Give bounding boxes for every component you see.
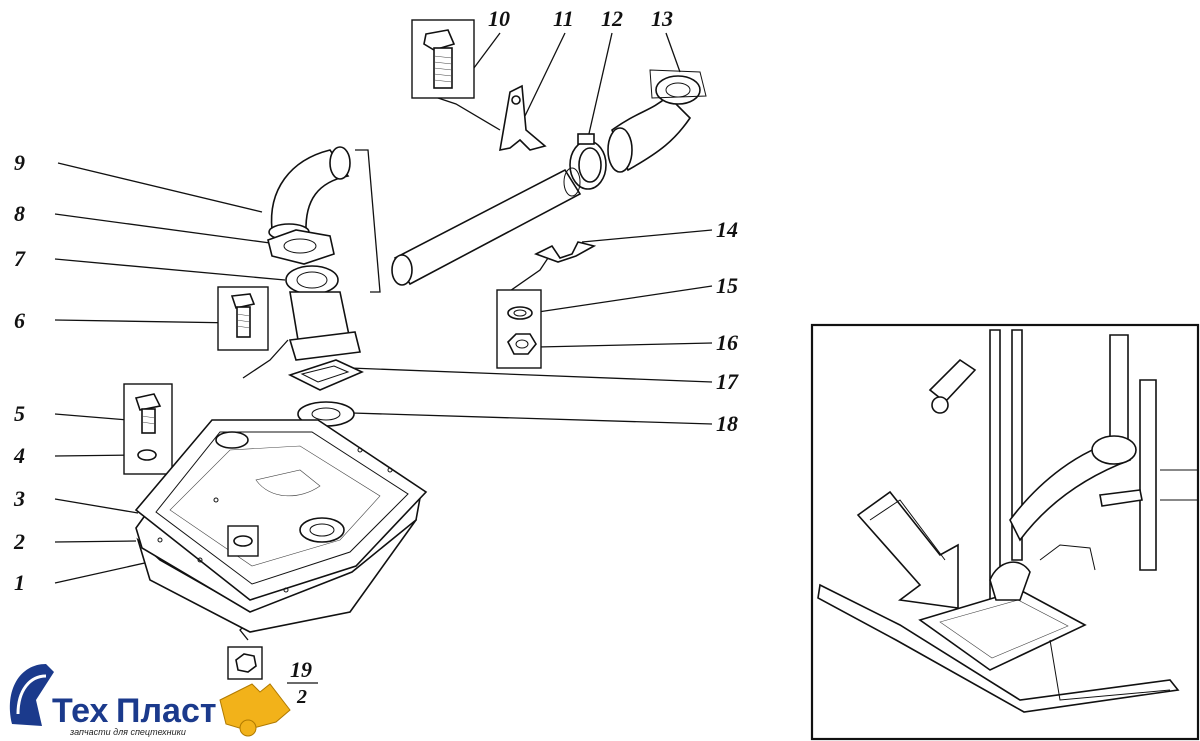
callout-4: 4 bbox=[13, 443, 25, 468]
callout-12: 12 bbox=[601, 6, 623, 31]
part-9-elbow bbox=[268, 146, 351, 241]
part-2-3-oil-pan bbox=[134, 419, 428, 633]
callout-16: 16 bbox=[716, 330, 738, 355]
callout-19-quantity: 2 bbox=[296, 686, 307, 708]
part-6-bolt bbox=[217, 286, 269, 351]
part-1-washer bbox=[227, 525, 259, 557]
callout-7: 7 bbox=[14, 246, 26, 271]
callout-14: 14 bbox=[716, 217, 738, 242]
part-11-bracket bbox=[499, 84, 547, 152]
callout-11: 11 bbox=[553, 6, 574, 31]
part-10-bolt bbox=[411, 19, 475, 99]
callout-1: 1 bbox=[14, 570, 25, 595]
callout-18: 18 bbox=[716, 411, 738, 436]
callout-3: 3 bbox=[13, 486, 25, 511]
callout-2: 2 bbox=[13, 529, 25, 554]
part-15-16-box bbox=[496, 289, 542, 369]
callout-19: 19 bbox=[290, 657, 312, 682]
excavator-logo-icon bbox=[9, 664, 54, 726]
part-12-clamp bbox=[569, 133, 607, 190]
callout-15: 15 bbox=[716, 273, 738, 298]
exhaust-pipe bbox=[391, 167, 582, 286]
callout-labels: 9 8 7 6 5 4 3 2 1 10 11 12 13 14 15 16 1… bbox=[13, 6, 739, 708]
brand-logo: Тех Пласт запчасти для спецтехники bbox=[9, 664, 291, 737]
callout-6: 6 bbox=[14, 308, 25, 333]
logo-name-part2: Пласт bbox=[116, 692, 217, 730]
inset-location-view bbox=[810, 323, 1200, 741]
part-4-5-box bbox=[123, 383, 173, 475]
logo-name-part1: Тех bbox=[52, 692, 109, 730]
callout-10: 10 bbox=[488, 6, 510, 31]
callout-13: 13 bbox=[651, 6, 673, 31]
callout-5: 5 bbox=[14, 401, 25, 426]
callout-17: 17 bbox=[716, 369, 739, 394]
part-14-bracket bbox=[533, 241, 597, 263]
callout-9: 9 bbox=[14, 150, 25, 175]
part-7-flange bbox=[285, 265, 361, 361]
part-17-gasket bbox=[287, 359, 364, 391]
logo-tagline: запчасти для спецтехники bbox=[69, 727, 186, 737]
part-8-gasket bbox=[267, 229, 335, 265]
callout-8: 8 bbox=[14, 201, 25, 226]
part-13-elbow bbox=[607, 69, 707, 173]
part-19-drain-plug bbox=[227, 646, 263, 680]
